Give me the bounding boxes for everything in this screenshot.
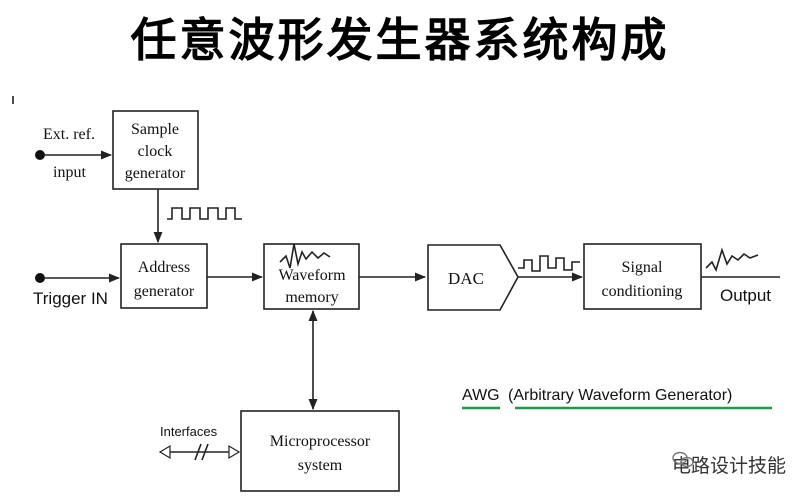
address-label-1: Address <box>138 259 190 276</box>
dac-block <box>427 244 519 311</box>
clock-square-wave <box>167 207 242 220</box>
address-generator-box <box>120 243 208 309</box>
ext-ref-terminal <box>35 150 45 160</box>
sample-clock-label-3: generator <box>125 165 186 182</box>
interfaces-label: Interfaces <box>160 424 218 439</box>
microprocessor-label-2: system <box>298 457 343 474</box>
watermark: 电路设计技能 <box>672 451 786 478</box>
microprocessor-label-1: Microprocessor <box>270 433 371 450</box>
ext-ref-label-1: Ext. ref. <box>43 126 95 143</box>
dac-staircase-signal <box>518 255 580 272</box>
interfaces-arrow-left <box>158 444 171 460</box>
ext-ref-label-2: input <box>53 164 86 181</box>
wechat-icon <box>672 451 694 468</box>
interfaces-arrow-right <box>228 444 241 460</box>
interfaces-slash-2 <box>201 443 209 461</box>
sample-clock-label-2: clock <box>138 143 173 160</box>
microprocessor-box <box>240 410 400 492</box>
trigger-terminal <box>35 273 45 283</box>
memory-waveform-squiggle <box>279 243 331 269</box>
output-waveform-squiggle <box>705 247 759 273</box>
output-label: Output <box>720 286 771 305</box>
memory-label-1: Waveform <box>278 267 346 284</box>
memory-label-2: memory <box>285 289 338 306</box>
conditioning-label-2: conditioning <box>602 283 683 300</box>
page-title: 任意波形发生器系统构成 <box>130 13 670 67</box>
sample-clock-label-1: Sample <box>131 121 179 138</box>
caption-full: (Arbitrary Waveform Generator) <box>508 387 732 404</box>
dac-label: DAC <box>448 269 484 288</box>
caption-abbr: AWG <box>462 387 500 404</box>
address-label-2: generator <box>134 283 195 300</box>
trigger-label: Trigger IN <box>33 289 108 308</box>
interfaces-slash-1 <box>194 443 202 461</box>
sample-clock-generator-box <box>112 110 199 190</box>
conditioning-label-1: Signal <box>622 259 663 276</box>
watermark-text: 电路设计技能 <box>671 455 786 477</box>
